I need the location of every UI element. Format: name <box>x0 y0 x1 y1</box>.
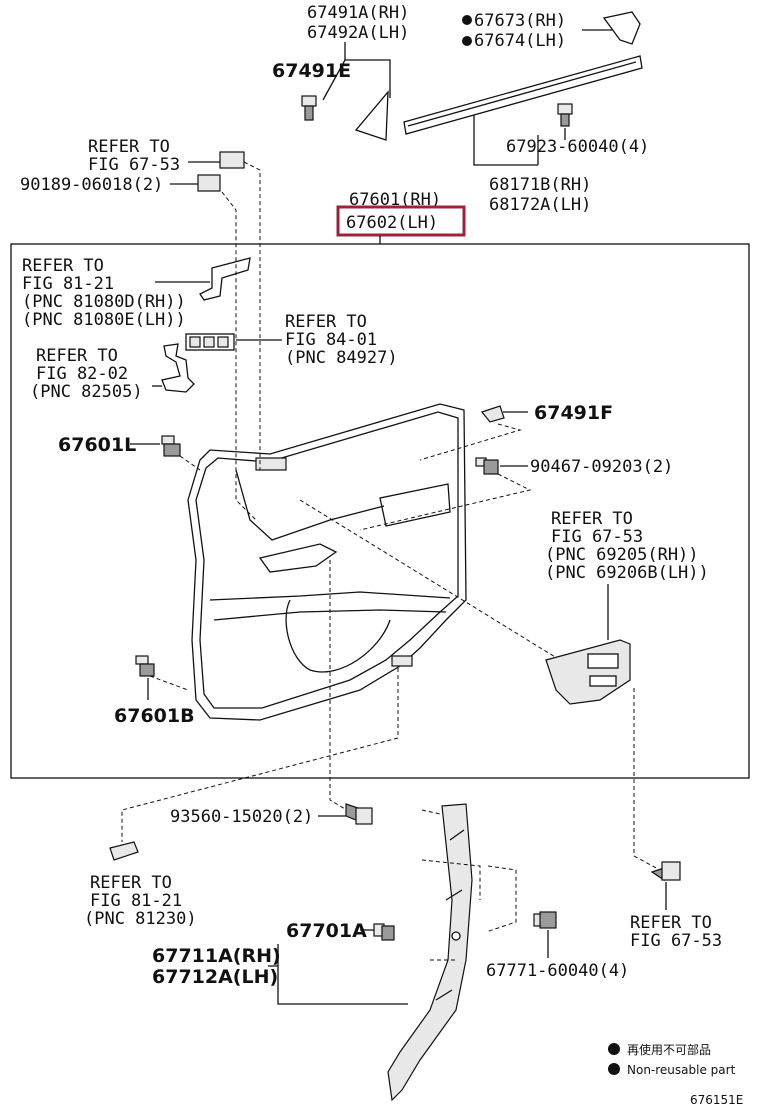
highlight-box-67602 <box>336 205 466 237</box>
screw-fig6753-bottom-part <box>650 861 681 882</box>
label-pnc69205: (PNC 69205(RH)) <box>545 545 699 565</box>
clip-67601L-part <box>161 435 181 457</box>
label-93560: 93560-15020(2) <box>170 807 313 827</box>
label-67492A: 67492A(LH) <box>307 23 409 43</box>
leader-67491A <box>322 42 391 101</box>
dash-switch <box>299 499 561 661</box>
clip-67771-part <box>533 911 557 929</box>
label-67673: 67673(RH) <box>474 11 566 31</box>
label-refer-to-6753-mid: REFER TO <box>551 509 633 529</box>
label-fig6753-mid: FIG 67-53 <box>551 527 643 547</box>
label-pnc81080d: (PNC 81080D(RH)) <box>22 292 186 312</box>
label-67771: 67771-60040(4) <box>486 961 629 981</box>
legend-dot-en <box>608 1063 620 1075</box>
label-68171B: 68171B(RH) <box>489 175 591 195</box>
label-pnc81230: (PNC 81230) <box>84 909 197 929</box>
label-fig8121-b: FIG 81-21 <box>90 891 182 911</box>
label-67701A: 67701A <box>286 920 367 942</box>
clip-67491E <box>301 95 317 121</box>
label-fig8202: FIG 82-02 <box>36 364 128 384</box>
label-67491A: 67491A(RH) <box>307 3 409 23</box>
label-68172A: 68172A(LH) <box>489 195 591 215</box>
label-fig6753-b: FIG 67-53 <box>630 931 722 951</box>
pillar-trim-part <box>387 803 473 1102</box>
label-refer-to-top: REFER TO <box>88 137 170 157</box>
non-reusable-dot-67673 <box>462 15 472 25</box>
dash-fig6753 <box>243 161 261 470</box>
label-refer-to-8401: REFER TO <box>285 312 367 332</box>
dash-90467 <box>359 473 532 531</box>
clip-fig6753-part <box>219 151 245 169</box>
label-67674: 67674(LH) <box>474 31 566 51</box>
label-67601L: 67601L <box>58 434 136 456</box>
legend-en: Non-reusable part <box>627 1063 736 1077</box>
label-67491E: 67491E <box>272 60 351 82</box>
leader-67711A <box>268 944 408 1005</box>
corner-piece-part <box>602 11 641 45</box>
label-fig8121: FIG 81-21 <box>22 274 114 294</box>
dash-81230 <box>121 668 399 842</box>
label-90467: 90467-09203(2) <box>530 457 673 477</box>
dash-fig6753-bottom <box>633 688 661 871</box>
label-67601RH: 67601(RH) <box>349 190 441 210</box>
switch-84927-part <box>185 333 235 351</box>
assembly-frame <box>10 243 750 779</box>
label-fig6753-top: FIG 67-53 <box>88 155 180 175</box>
clip-81230-part <box>109 841 139 861</box>
door-trim-panel <box>187 403 467 721</box>
label-67602LH: 67602(LH) <box>346 213 438 233</box>
label-pnc81080e: (PNC 81080E(LH)) <box>22 310 186 330</box>
diagram-id: 676151E <box>690 1093 743 1107</box>
dash-93560 <box>329 560 351 813</box>
legend-dot-jp <box>608 1043 620 1055</box>
label-67491F: 67491F <box>534 402 613 424</box>
clip-90189-part <box>197 174 221 192</box>
label-67601B: 67601B <box>114 705 195 727</box>
label-refer-to-8121: REFER TO <box>22 256 104 276</box>
clip-67923 <box>557 103 573 127</box>
dash-67601B <box>149 675 189 691</box>
dash-pillar <box>421 809 517 961</box>
armrest-switch-part <box>545 639 631 705</box>
clip-67491F-part <box>480 405 505 423</box>
clip-90467-part <box>475 457 499 475</box>
label-pnc69206b: (PNC 69206B(LH)) <box>545 563 709 583</box>
label-67712A: 67712A(LH) <box>152 966 278 988</box>
label-refer-to-8121-b: REFER TO <box>90 873 172 893</box>
harness-82505-part <box>161 343 195 393</box>
non-reusable-dot-67674 <box>462 36 472 46</box>
clip-67601B-part <box>135 655 155 677</box>
label-refer-to-6753-b: REFER TO <box>630 913 712 933</box>
label-fig8401: FIG 84-01 <box>285 330 377 350</box>
label-90189: 90189-06018(2) <box>20 175 163 195</box>
weatherstrip-part <box>403 55 643 135</box>
legend-jp: 再使用不可部品 <box>627 1042 711 1057</box>
triangle-cover-part <box>354 90 389 141</box>
leader-68171B <box>473 115 539 166</box>
dash-67491F <box>419 423 522 461</box>
clip-67701A-part <box>373 923 395 941</box>
label-refer-to-8202: REFER TO <box>36 346 118 366</box>
screw-93560-part <box>345 803 373 825</box>
label-67923: 67923-60040(4) <box>506 137 649 157</box>
harness-81080-part <box>199 257 251 301</box>
label-pnc82505: (PNC 82505) <box>30 382 143 402</box>
label-67711A: 67711A(RH) <box>152 945 281 967</box>
label-pnc84927: (PNC 84927) <box>285 348 398 368</box>
